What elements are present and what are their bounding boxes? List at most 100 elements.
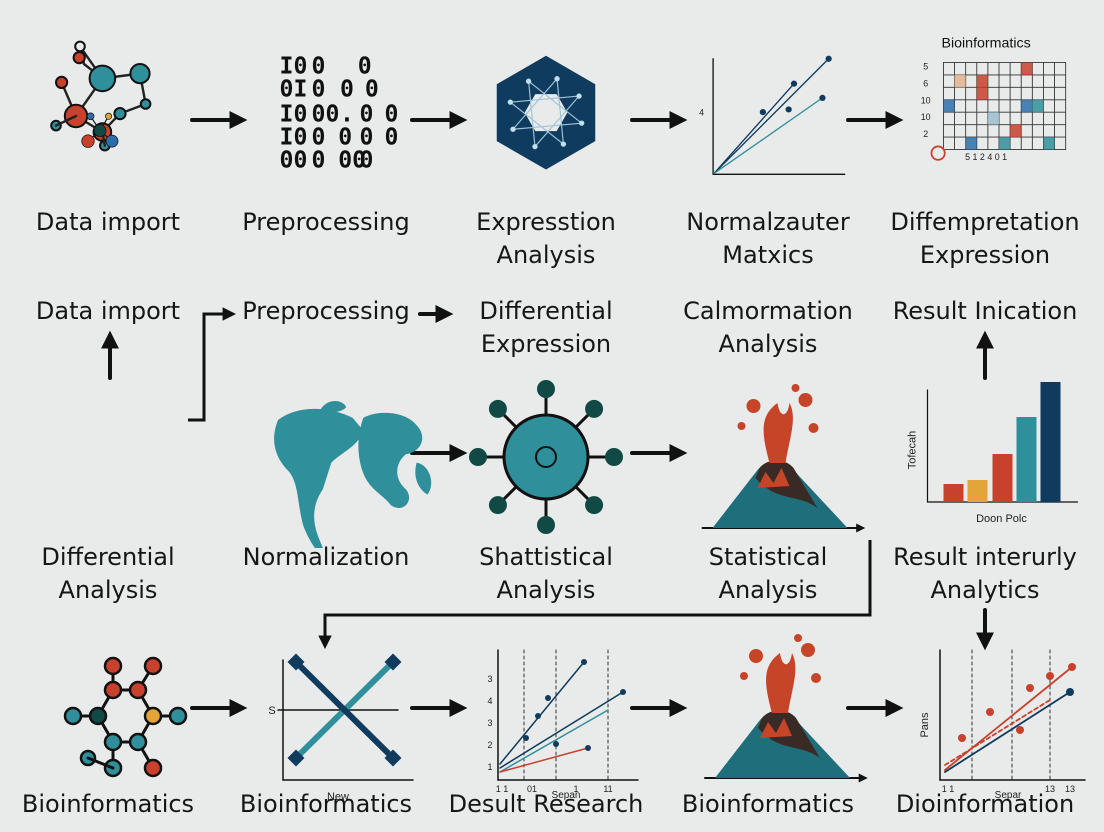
plot-point [958, 734, 966, 742]
hub-node [488, 399, 507, 418]
network-node [578, 120, 585, 126]
binary-digit: I0 [280, 124, 308, 150]
plot-point [1068, 663, 1076, 671]
node-label-line: Bioinformatics [21, 790, 195, 818]
heatmap-cell [976, 74, 988, 88]
plot-ylabel: Pans [919, 712, 931, 738]
plot-xlabel: Sepan [552, 790, 581, 800]
node-label-line: Preprocessing [242, 208, 410, 236]
chart-point [785, 106, 792, 113]
hub-node [537, 380, 555, 398]
hub-node [585, 399, 604, 418]
node-label-line: Bioinformatics [239, 790, 413, 818]
volcano-body [712, 464, 848, 528]
binary-digit: 0 [360, 148, 374, 174]
node-label: Preprocessing [211, 295, 441, 328]
network-node [560, 141, 567, 147]
node-label-line: Normalzauter [686, 208, 850, 236]
binary-digit: 0 [312, 148, 326, 174]
lava-drop [801, 643, 815, 657]
binary-digit: 0 [365, 76, 379, 102]
plot-point [535, 713, 541, 719]
plot-tick-label: 2 [487, 740, 492, 750]
heatmap-cell [987, 112, 999, 125]
network-edge [556, 78, 564, 145]
hub-node [605, 448, 623, 466]
network-node [554, 76, 560, 82]
node-label-line: Expression [919, 241, 1051, 269]
molecule-bond [54, 114, 78, 127]
world-map-icon-graphic [274, 401, 432, 548]
molecule-atom [63, 706, 83, 726]
network-node [532, 143, 538, 150]
hub-core [535, 446, 557, 468]
node-label-line: Differential [41, 543, 175, 571]
world-map-shape [358, 412, 423, 508]
hub-node [537, 516, 555, 534]
molecule-atom [88, 706, 108, 726]
lava-drop [740, 672, 748, 680]
lava-drop [737, 422, 746, 430]
heatmap-y-tick: 2 [923, 129, 928, 139]
molecule-atom [103, 680, 123, 700]
node-label-line: Expresstion [476, 208, 616, 236]
volcano-lava [766, 653, 796, 713]
lava-drop [746, 399, 761, 413]
chart-point [790, 80, 798, 87]
binary-digit: I0 [280, 101, 308, 127]
network-node [86, 112, 95, 121]
plot-point [553, 741, 559, 747]
plot-tick-label: 13 [1065, 784, 1075, 794]
line-chart-icon-graphic: 41 [699, 55, 846, 175]
plot-tick-label: 4 [487, 696, 492, 706]
volcano-icon [685, 378, 866, 538]
plot-series [499, 691, 624, 769]
node-label-line: Diffempretation [890, 208, 1080, 236]
binary-digit: 0 [312, 124, 326, 150]
network-node [510, 126, 516, 132]
node-label-line: Result interurly [893, 543, 1077, 571]
plot-point [1046, 672, 1054, 680]
node-label-line: Desult Research [448, 790, 644, 818]
plot-point [620, 689, 626, 695]
heatmap-y-tick: 10 [921, 95, 931, 105]
hexagonal-molecule-icon-graphic [63, 656, 188, 778]
node-label-line: Analysis [496, 576, 596, 604]
cross-arrowhead [384, 749, 402, 767]
heatmap-y-tick: 6 [923, 78, 928, 88]
network-edge [509, 95, 580, 103]
molecule-atom [143, 706, 163, 726]
hub-node [469, 448, 487, 466]
molecule-atom [143, 656, 163, 676]
binary-digit: 0 [312, 76, 326, 102]
plot-xlabel: New [327, 791, 349, 800]
hub-node [488, 496, 507, 515]
network-node [93, 124, 107, 137]
network-edge [528, 80, 583, 124]
node-label-line: Data import [35, 208, 181, 236]
heatmap-cell [1032, 99, 1044, 113]
chart-series-line [713, 82, 795, 175]
network-node [525, 78, 532, 84]
heatmap-x-ticks: 5 1 2 4 0 1 [965, 152, 1007, 162]
molecule-atom [55, 75, 69, 89]
binary-digit: . [340, 101, 354, 127]
node-label-line: Calmormation [683, 297, 853, 325]
node-label-line: Matxics [722, 241, 814, 269]
binary-digit: 0 [360, 101, 374, 127]
lava-drop [749, 649, 763, 663]
network-node [105, 112, 113, 120]
bar [1016, 417, 1037, 502]
binary-digit: 0 [358, 53, 372, 79]
binary-digit: 00 [280, 148, 308, 174]
binary-digit: 0 [312, 53, 326, 79]
plot-tick-label: 1 1 [942, 784, 955, 794]
heatmap-marker [930, 145, 946, 161]
